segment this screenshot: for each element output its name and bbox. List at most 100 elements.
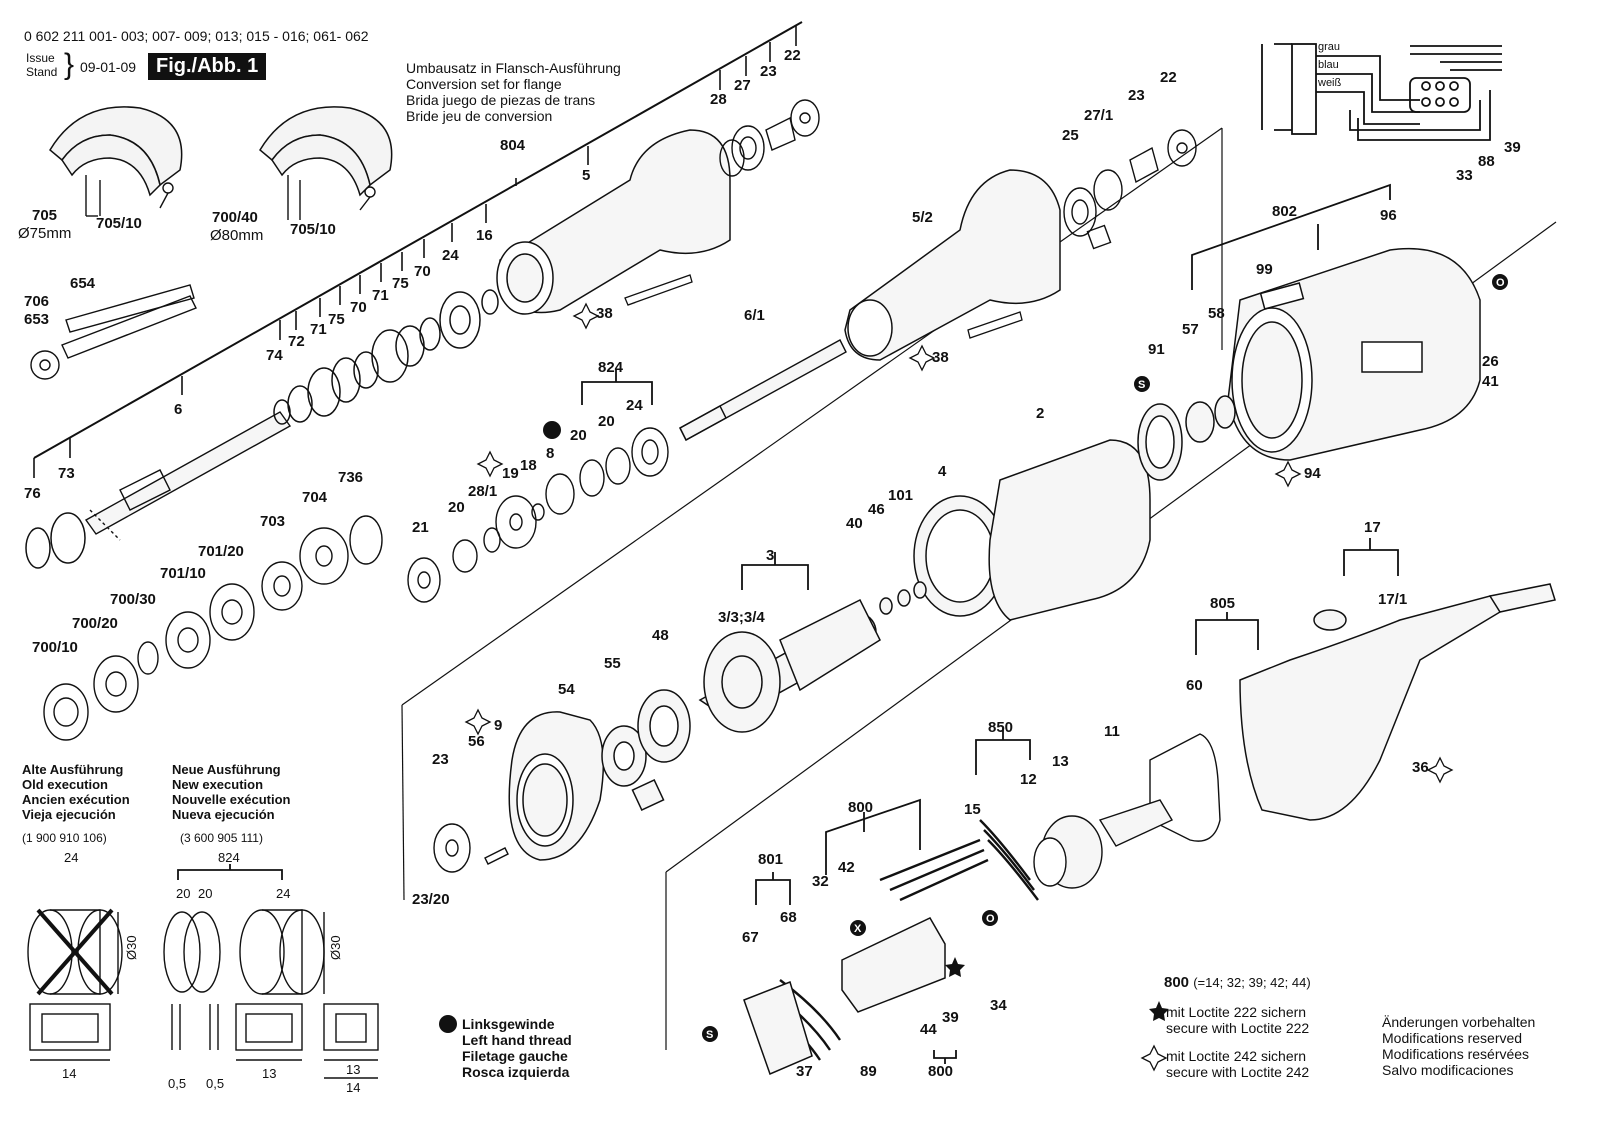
wire-label: weiß <box>1317 77 1342 89</box>
issue-date: 09-01-09 <box>80 59 137 75</box>
new-execution-line: New execution <box>172 777 264 792</box>
part-label: 58 <box>1208 305 1225 322</box>
part-label: Ø75mm <box>18 225 71 242</box>
part-label: 654 <box>70 275 96 292</box>
part-label: 38 <box>596 305 613 322</box>
part-label: 23 <box>760 63 777 80</box>
part-label: 800 <box>928 1063 953 1080</box>
part-label: 824 <box>598 359 624 376</box>
kit-800-note: 800 (=14; 32; 39; 42; 44) <box>1164 974 1311 991</box>
left-thread-line: Left hand thread <box>462 1032 572 1048</box>
part-label: 37 <box>796 1063 813 1080</box>
flange-set-line: Umbausatz in Flansch-Ausführung <box>406 60 621 76</box>
part-label: 2 <box>1036 405 1044 422</box>
loctite-222-line: secure with Loctite 222 <box>1166 1020 1310 1036</box>
new-diameter: Ø30 <box>328 935 343 960</box>
flange-set-line: Brida juego de piezas de trans <box>406 92 596 108</box>
part-label: 3/3;3/4 <box>718 609 765 626</box>
part-label: 700/30 <box>110 591 156 608</box>
new-execution-line: Nouvelle exécution <box>172 792 291 807</box>
loctite-222-line: mit Loctite 222 sichern <box>1166 1004 1307 1020</box>
part-label: 91 <box>1148 341 1165 358</box>
part-label: 101 <box>888 487 913 504</box>
part-label: 28 <box>710 91 727 108</box>
stand-label: Stand <box>26 65 58 79</box>
left-thread-line: Filetage gauche <box>462 1048 568 1064</box>
loctite-242-note: mit Loctite 242 sichern secure with Loct… <box>1166 1048 1309 1080</box>
part-label: 24 <box>442 247 459 264</box>
wire-label: blau <box>1318 59 1339 71</box>
loctite-242-line: mit Loctite 242 sichern <box>1166 1048 1307 1064</box>
part-label: 68 <box>780 909 797 926</box>
part-label: 57 <box>1182 321 1199 338</box>
part-label: 38 <box>932 349 949 366</box>
part-label: 32 <box>812 873 829 890</box>
part-label: 39 <box>942 1009 959 1026</box>
part-label: 28/1 <box>468 483 497 500</box>
part-label: 44 <box>920 1021 937 1038</box>
part-label: 75 <box>392 275 409 292</box>
part-label: 703 <box>260 513 285 530</box>
part-label: 800 <box>848 799 873 816</box>
part-label: 36 <box>1412 759 1429 776</box>
new-dim-len1: 13 <box>262 1066 276 1081</box>
part-label: 42 <box>838 859 855 876</box>
wire-label: grau <box>1318 41 1340 53</box>
modifications-line: Modifications resérvées <box>1382 1046 1530 1062</box>
modifications-line: Modifications reserved <box>1382 1030 1523 1046</box>
part-label: 67 <box>742 929 759 946</box>
part-label: 16 <box>476 227 493 244</box>
new-item-label: 20 <box>176 886 190 901</box>
part-label: 22 <box>1160 69 1177 86</box>
part-label: 701/20 <box>198 543 244 560</box>
new-execution-line: Nueva ejecución <box>172 807 275 822</box>
new-dim-a: 0,5 <box>168 1076 186 1091</box>
part-label: 6 <box>174 401 182 418</box>
old-diameter: Ø30 <box>124 935 139 960</box>
part-label: 75 <box>328 311 345 328</box>
part-numbers: 0 602 211 001- 003; 007- 009; 013; 015 -… <box>24 28 369 44</box>
part-label: 94 <box>1304 465 1321 482</box>
kit-800-content: (=14; 32; 39; 42; 44) <box>1193 975 1311 990</box>
part-label: 71 <box>310 321 327 338</box>
part-label: 19 <box>502 465 519 482</box>
part-label: 700/20 <box>72 615 118 632</box>
part-label: 13 <box>1052 753 1069 770</box>
part-label: 88 <box>1478 153 1495 170</box>
part-label: 72 <box>288 333 305 350</box>
left-thread-line: Rosca izquierda <box>462 1064 570 1080</box>
part-label: 705/10 <box>290 221 336 238</box>
old-execution-line: Vieja ejecución <box>22 807 116 822</box>
issue-label: Issue <box>26 51 55 65</box>
new-dim-b: 0,5 <box>206 1076 224 1091</box>
part-label: 706 <box>24 293 49 310</box>
part-label: 850 <box>988 719 1013 736</box>
part-label: 40 <box>846 515 863 532</box>
old-item-label: 24 <box>64 850 78 865</box>
figure-title: Fig./Abb. 1 <box>148 53 267 80</box>
part-label: 24 <box>626 397 643 414</box>
part-label: 70 <box>414 263 431 280</box>
modifications-note: Änderungen vorbehalten Modifications res… <box>1382 1014 1535 1078</box>
old-execution-text: Alte Ausführung Old execution Ancien exé… <box>22 762 130 822</box>
new-dim-len2: 13 <box>346 1062 360 1077</box>
part-label: 70 <box>350 299 367 316</box>
part-label: 801 <box>758 851 783 868</box>
part-label: 60 <box>1186 677 1203 694</box>
part-label: 26 <box>1482 353 1499 370</box>
part-label: 27 <box>734 77 751 94</box>
new-group-label: 824 <box>218 850 240 865</box>
loctite-222-note: mit Loctite 222 sichern secure with Loct… <box>1166 1004 1309 1036</box>
part-label: 46 <box>868 501 885 518</box>
part-label: 20 <box>570 427 587 444</box>
svg-text:O: O <box>1496 277 1505 289</box>
part-label: 41 <box>1482 373 1499 390</box>
part-label: 8 <box>546 445 554 462</box>
part-label: 12 <box>1020 771 1037 788</box>
svg-text:O: O <box>986 913 995 925</box>
part-label: 20 <box>598 413 615 430</box>
old-execution-part-no: (1 900 910 106) <box>22 831 107 845</box>
new-execution-part-no: (3 600 905 111) <box>180 831 263 845</box>
part-label: 736 <box>338 469 363 486</box>
